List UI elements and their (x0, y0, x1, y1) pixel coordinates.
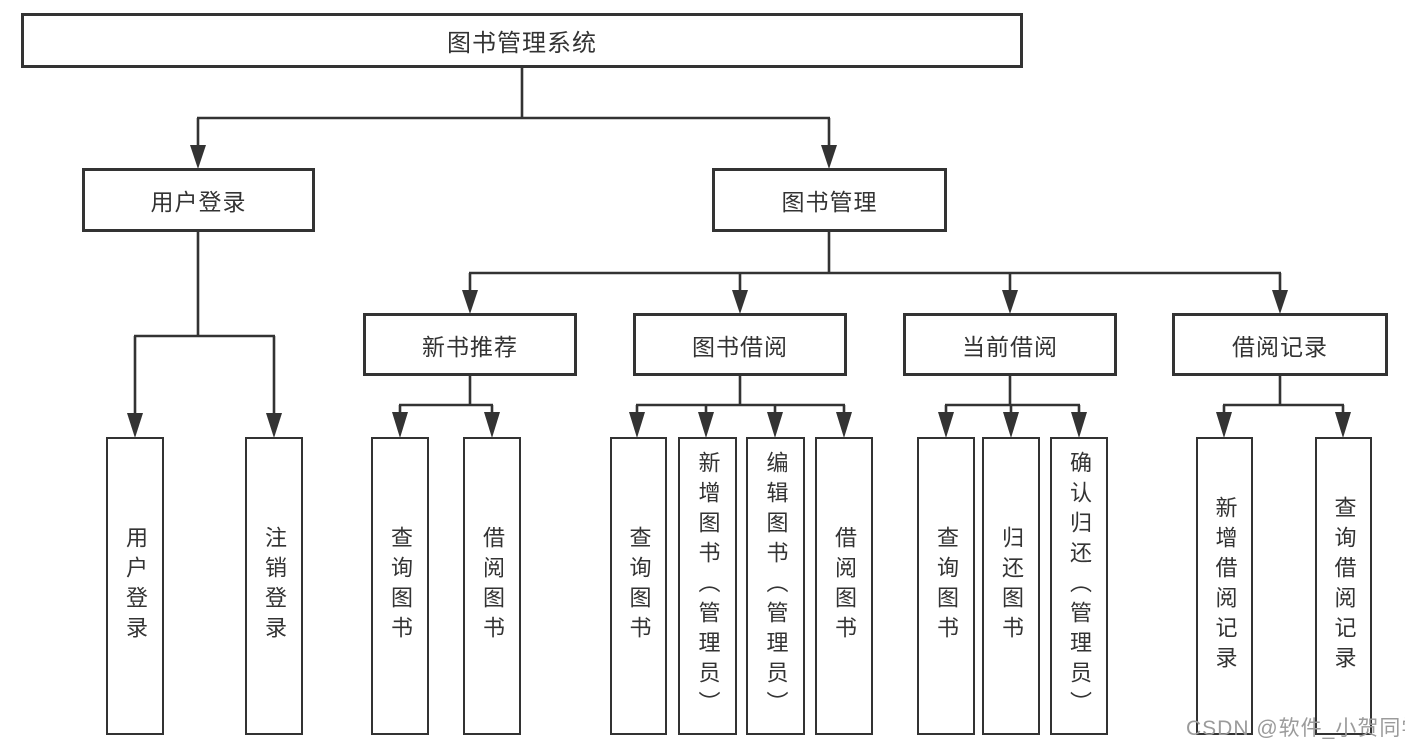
arrow-down-icon (127, 413, 143, 438)
leaf-query-books-borrowing: 查询图书 (610, 437, 667, 735)
arrow-down-icon (938, 412, 954, 438)
connector-root (190, 68, 837, 169)
leaf-return-books-label: 归还图书 (999, 526, 1024, 646)
node-borrowing-records: 借阅记录 (1172, 313, 1388, 376)
leaf-borrow-books-recommend: 借阅图书 (463, 437, 521, 735)
node-library-system: 图书管理系统 (21, 13, 1023, 68)
connector-book-borrowing (629, 376, 852, 438)
node-book-borrowing-label: 图书借阅 (692, 333, 788, 360)
leaf-user-login-label: 用户登录 (123, 526, 148, 646)
leaf-query-books-current: 查询图书 (917, 437, 975, 735)
leaf-add-borrow-record-label: 新增借阅记录 (1212, 496, 1238, 676)
leaf-user-login: 用户登录 (106, 437, 164, 735)
arrow-down-icon (732, 290, 748, 314)
leaf-edit-book-admin: 编辑图书（管理员） (746, 437, 805, 735)
arrow-down-icon (266, 413, 282, 438)
arrow-down-icon (698, 412, 714, 438)
leaf-borrow-books-recommend-label: 借阅图书 (480, 526, 505, 646)
leaf-return-books: 归还图书 (982, 437, 1040, 735)
arrow-down-icon (462, 290, 478, 314)
leaf-confirm-return-admin: 确认归还（管理员） (1050, 437, 1108, 735)
arrow-down-icon (629, 412, 645, 438)
node-book-borrowing: 图书借阅 (633, 313, 847, 376)
leaf-confirm-return-admin-label: 确认归还（管理员） (1067, 451, 1092, 721)
connector-current-borrowing (938, 376, 1087, 438)
leaf-add-borrow-record: 新增借阅记录 (1196, 437, 1253, 735)
leaf-logout: 注销登录 (245, 437, 303, 735)
arrow-down-icon (484, 412, 500, 438)
node-current-borrowing: 当前借阅 (903, 313, 1117, 376)
arrow-down-icon (1272, 290, 1288, 314)
leaf-query-books-borrowing-label: 查询图书 (626, 526, 652, 646)
arrow-down-icon (190, 145, 206, 169)
arrow-down-icon (392, 412, 408, 438)
connector-book-management (462, 232, 1288, 314)
arrow-down-icon (1002, 290, 1018, 314)
arrow-down-icon (821, 145, 837, 169)
node-current-borrowing-label: 当前借阅 (962, 333, 1058, 360)
arrow-down-icon (1071, 412, 1087, 438)
arrow-down-icon (1335, 412, 1351, 438)
leaf-add-book-admin-label: 新增图书（管理员） (695, 451, 721, 721)
leaf-query-books-recommend: 查询图书 (371, 437, 429, 735)
connector-borrowing-records (1216, 376, 1351, 438)
leaf-edit-book-admin-label: 编辑图书（管理员） (763, 451, 789, 721)
leaf-query-books-current-label: 查询图书 (934, 526, 959, 646)
node-new-book-recommend-label: 新书推荐 (422, 333, 518, 360)
node-book-management: 图书管理 (712, 168, 947, 232)
leaf-borrow-books-borrowing: 借阅图书 (815, 437, 873, 735)
leaf-borrow-books-borrowing-label: 借阅图书 (832, 526, 857, 646)
leaf-query-borrow-record: 查询借阅记录 (1315, 437, 1372, 735)
arrow-down-icon (1003, 412, 1019, 438)
arrow-down-icon (1216, 412, 1232, 438)
connector-user-login (127, 232, 282, 438)
leaf-query-books-recommend-label: 查询图书 (388, 526, 413, 646)
node-book-management-label: 图书管理 (781, 189, 878, 215)
node-library-system-label: 图书管理系统 (447, 30, 597, 57)
node-borrowing-records-label: 借阅记录 (1232, 333, 1328, 360)
csdn-watermark: CSDN @软件_小贺同学 (1186, 717, 1405, 740)
leaf-query-borrow-record-label: 查询借阅记录 (1331, 496, 1357, 676)
connector-new-book-recommend (392, 376, 500, 438)
arrow-down-icon (767, 412, 783, 438)
node-new-book-recommend: 新书推荐 (363, 313, 577, 376)
node-user-login-label: 用户登录 (150, 189, 247, 215)
leaf-add-book-admin: 新增图书（管理员） (678, 437, 737, 735)
leaf-logout-label: 注销登录 (262, 526, 287, 646)
node-user-login: 用户登录 (82, 168, 315, 232)
arrow-down-icon (836, 412, 852, 438)
